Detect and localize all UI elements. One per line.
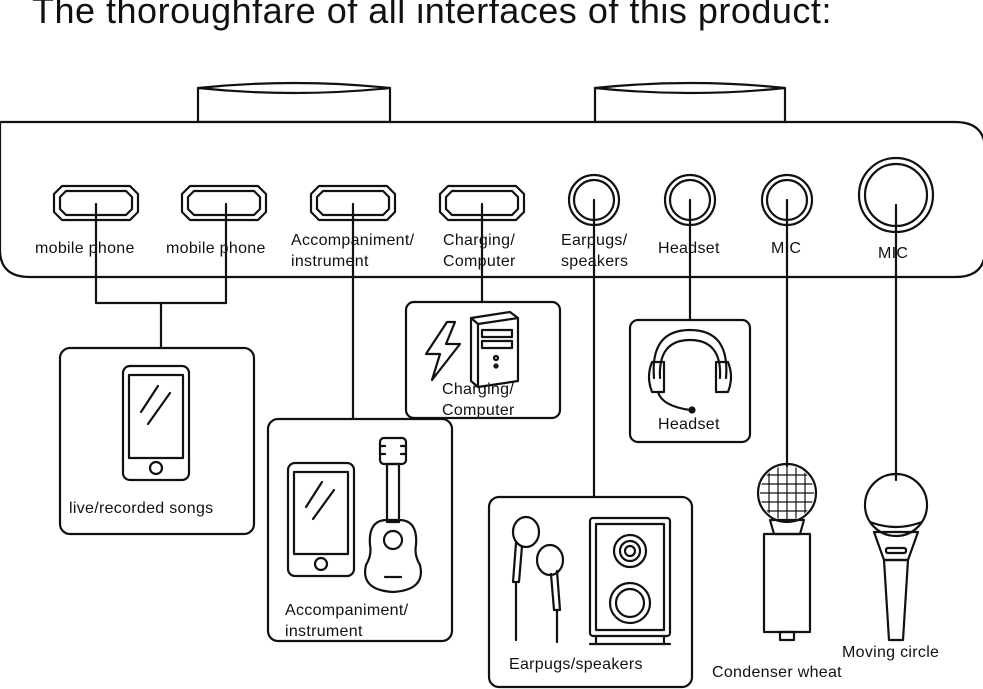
device-label-computer-2: Computer xyxy=(442,402,515,419)
device-label-accompaniment-2: instrument xyxy=(285,623,363,640)
dynamic-mic-icon xyxy=(863,472,929,642)
port-label-charging-1: Charging/ xyxy=(443,232,516,249)
port-mobile-phone-2[interactable] xyxy=(180,184,268,222)
smartphone-icon xyxy=(121,364,191,482)
port-label-mic-2: MIC xyxy=(878,245,909,262)
device-label-accompaniment-1: Accompaniment/ xyxy=(285,602,409,619)
speaker-icon xyxy=(588,516,672,646)
port-mobile-phone-1[interactable] xyxy=(52,184,140,222)
computer-tower-icon xyxy=(469,310,520,389)
port-label-headset: Headset xyxy=(658,240,720,257)
port-label-accompaniment-2: instrument xyxy=(291,253,369,270)
device-box-accompaniment xyxy=(266,417,454,643)
port-label-mobile-phone-2: mobile phone xyxy=(166,240,266,257)
device-label-moving-circle: Moving circle xyxy=(842,644,940,661)
device-body xyxy=(0,120,983,279)
port-accompaniment[interactable] xyxy=(309,184,397,222)
headset-icon xyxy=(647,328,733,414)
device-box-earpugs xyxy=(487,495,694,689)
device-box-phone xyxy=(58,346,256,536)
volume-knob-right[interactable] xyxy=(593,81,787,124)
device-label-computer-1: Charging/ xyxy=(442,381,515,398)
port-label-earpugs-2: speakers xyxy=(561,253,629,270)
earphones-icon xyxy=(511,515,565,644)
device-label-condenser: Condenser wheat xyxy=(712,664,842,681)
condenser-mic-icon xyxy=(756,462,818,642)
connector-lines xyxy=(94,198,898,499)
device-label-earpugs: Earpugs/speakers xyxy=(509,656,643,673)
device-label-phone: live/recorded songs xyxy=(69,500,214,517)
port-label-earpugs-1: Earpugs/ xyxy=(561,232,628,249)
port-label-mic-1: MIC xyxy=(771,240,802,257)
lightning-icon xyxy=(424,320,462,382)
guitar-icon xyxy=(364,436,422,594)
volume-knob-left[interactable] xyxy=(196,81,392,124)
device-box-headset xyxy=(628,318,752,444)
device-label-headset: Headset xyxy=(658,416,720,433)
port-label-charging-2: Computer xyxy=(443,253,516,270)
smartphone-icon xyxy=(286,461,356,578)
page-title: The thoroughfare of all interfaces of th… xyxy=(32,0,832,31)
port-charging-computer[interactable] xyxy=(438,184,526,222)
port-label-accompaniment-1: Accompaniment/ xyxy=(291,232,415,249)
port-label-mobile-phone-1: mobile phone xyxy=(35,240,135,257)
device-box-computer xyxy=(404,300,562,420)
